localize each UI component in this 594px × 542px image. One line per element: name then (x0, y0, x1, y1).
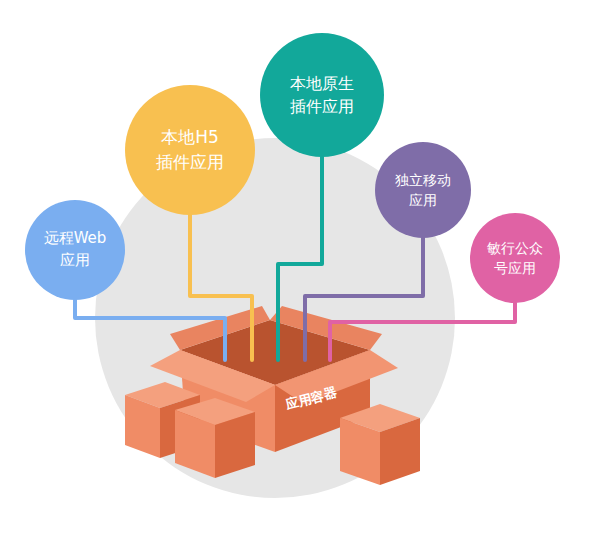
connector-line (278, 157, 322, 360)
circle-label: 独立移动 应用 (390, 170, 456, 211)
app-circle: 本地H5 插件应用 (125, 85, 255, 215)
app-circle: 敏行公众 号应用 (470, 213, 560, 303)
circle-label: 敏行公众 号应用 (484, 238, 546, 279)
app-circle: 本地原生 插件应用 (260, 33, 384, 157)
circle-label: 本地原生 插件应用 (277, 72, 367, 118)
connector-line (190, 215, 252, 360)
connector-line (305, 238, 423, 360)
app-circle: 远程Web 应用 (25, 200, 125, 300)
connector-line (75, 300, 225, 360)
app-circle: 独立移动 应用 (375, 142, 471, 238)
small-cube (175, 398, 255, 478)
box-label: 应用容器 (284, 384, 339, 414)
circle-label: 本地H5 插件应用 (143, 125, 238, 174)
circle-label: 远程Web 应用 (40, 228, 110, 272)
connector-line (330, 303, 515, 360)
small-cube (340, 404, 420, 485)
container-box: 应用容器 (180, 360, 370, 450)
